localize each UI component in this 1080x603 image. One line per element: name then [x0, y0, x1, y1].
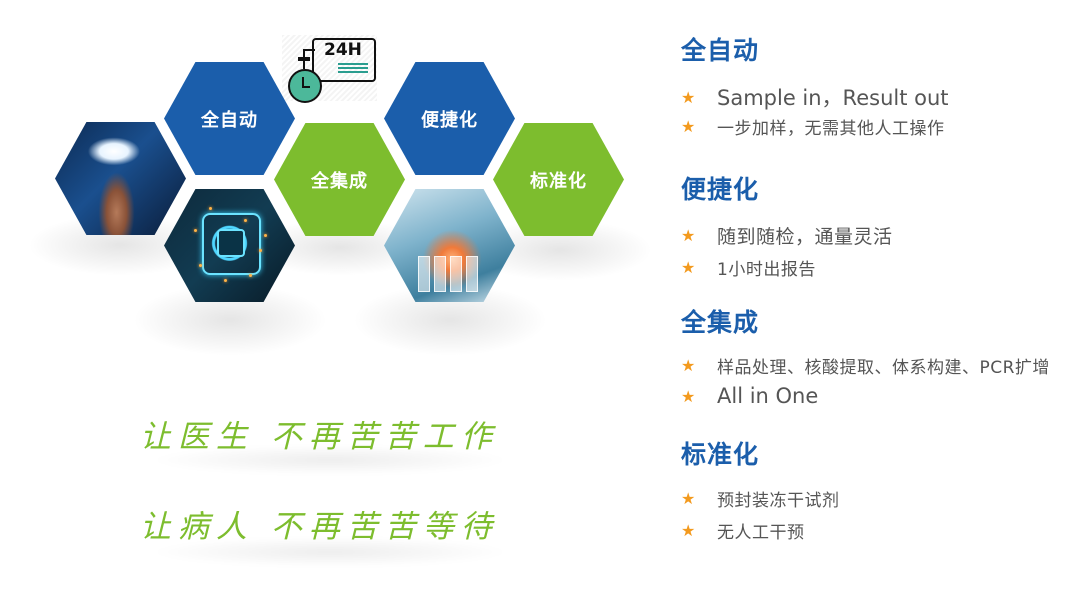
hex-standardized: 标准化 — [493, 123, 624, 236]
light-dot — [224, 279, 227, 282]
icon-frame — [312, 38, 376, 82]
feature-title-convenient: 便捷化 — [681, 175, 760, 204]
star-icon: ★ — [681, 87, 696, 107]
bullet-text: All in One — [717, 384, 819, 408]
feature-bullet: ★ 一步加样，无需其他人工操作 — [681, 114, 945, 139]
hex-automatic: 全自动 — [164, 62, 295, 175]
bullet-text: 预封装冻干试剂 — [717, 491, 840, 511]
light-dot — [209, 207, 212, 210]
star-icon: ★ — [681, 226, 696, 245]
bullet-text: 1小时出报告 — [717, 260, 816, 280]
hex-label: 全集成 — [311, 170, 368, 192]
light-dot — [199, 264, 202, 267]
hex-label: 便捷化 — [421, 109, 478, 131]
icon-part — [303, 49, 315, 51]
hex-image-chip — [164, 189, 295, 302]
star-icon: ★ — [681, 489, 696, 508]
test-tube — [466, 256, 478, 292]
hex-label: 全自动 — [201, 109, 258, 131]
slogan-doctor: 让医生 不再苦苦工作 — [140, 419, 499, 455]
star-icon: ★ — [681, 386, 696, 406]
chip-frame — [202, 213, 261, 275]
slogan-shadow — [150, 445, 510, 475]
hex-integrated: 全集成 — [274, 123, 405, 236]
icon-part — [302, 86, 310, 88]
feature-bullet: ★ 无人工干预 — [681, 518, 805, 543]
light-dot — [194, 229, 197, 232]
feature-title-automatic: 全自动 — [681, 36, 760, 65]
icon-part — [302, 77, 304, 87]
hex-convenient: 便捷化 — [384, 62, 515, 175]
bullet-text: 一步加样，无需其他人工操作 — [717, 119, 945, 139]
feature-title-integrated: 全集成 — [681, 308, 760, 337]
star-icon: ★ — [681, 521, 696, 540]
slogan-shadow — [150, 537, 510, 567]
icon-part — [298, 57, 310, 61]
feature-bullet: ★ Sample in，Result out — [681, 82, 949, 112]
chip-core — [217, 229, 245, 257]
light-dot — [264, 234, 267, 237]
feature-bullet: ★ 1小时出报告 — [681, 255, 816, 280]
bullet-text: Sample in，Result out — [717, 86, 949, 110]
star-icon: ★ — [681, 117, 696, 136]
light-dot — [259, 249, 262, 252]
test-tube — [418, 256, 430, 292]
feature-title-standardized: 标准化 — [681, 440, 760, 469]
hex-image-cloud — [55, 122, 186, 235]
star-icon: ★ — [681, 356, 696, 375]
bullet-text: 样品处理、核酸提取、体系构建、PCR扩增 — [717, 358, 1050, 378]
stopwatch-24h-icon: 24H — [282, 35, 377, 103]
hex-label: 标准化 — [530, 170, 587, 192]
icon-part — [303, 61, 305, 69]
icon-bars — [338, 63, 368, 73]
star-icon: ★ — [681, 258, 696, 277]
bullet-text: 随到随检，通量灵活 — [717, 226, 893, 248]
icon-24h-text: 24H — [324, 40, 362, 60]
bullet-text: 无人工干预 — [717, 523, 805, 543]
hex-image-lab — [384, 189, 515, 302]
light-dot — [244, 219, 247, 222]
test-tube — [450, 256, 462, 292]
light-dot — [249, 274, 252, 277]
feature-bullet: ★ 随到随检，通量灵活 — [681, 222, 893, 249]
feature-bullet: ★ 样品处理、核酸提取、体系构建、PCR扩增 — [681, 353, 1050, 378]
icon-part — [303, 51, 305, 59]
test-tube — [434, 256, 446, 292]
feature-bullet: ★ All in One — [681, 384, 818, 408]
feature-bullet: ★ 预封装冻干试剂 — [681, 486, 840, 511]
slogan-patient: 让病人 不再苦苦等待 — [140, 509, 499, 545]
